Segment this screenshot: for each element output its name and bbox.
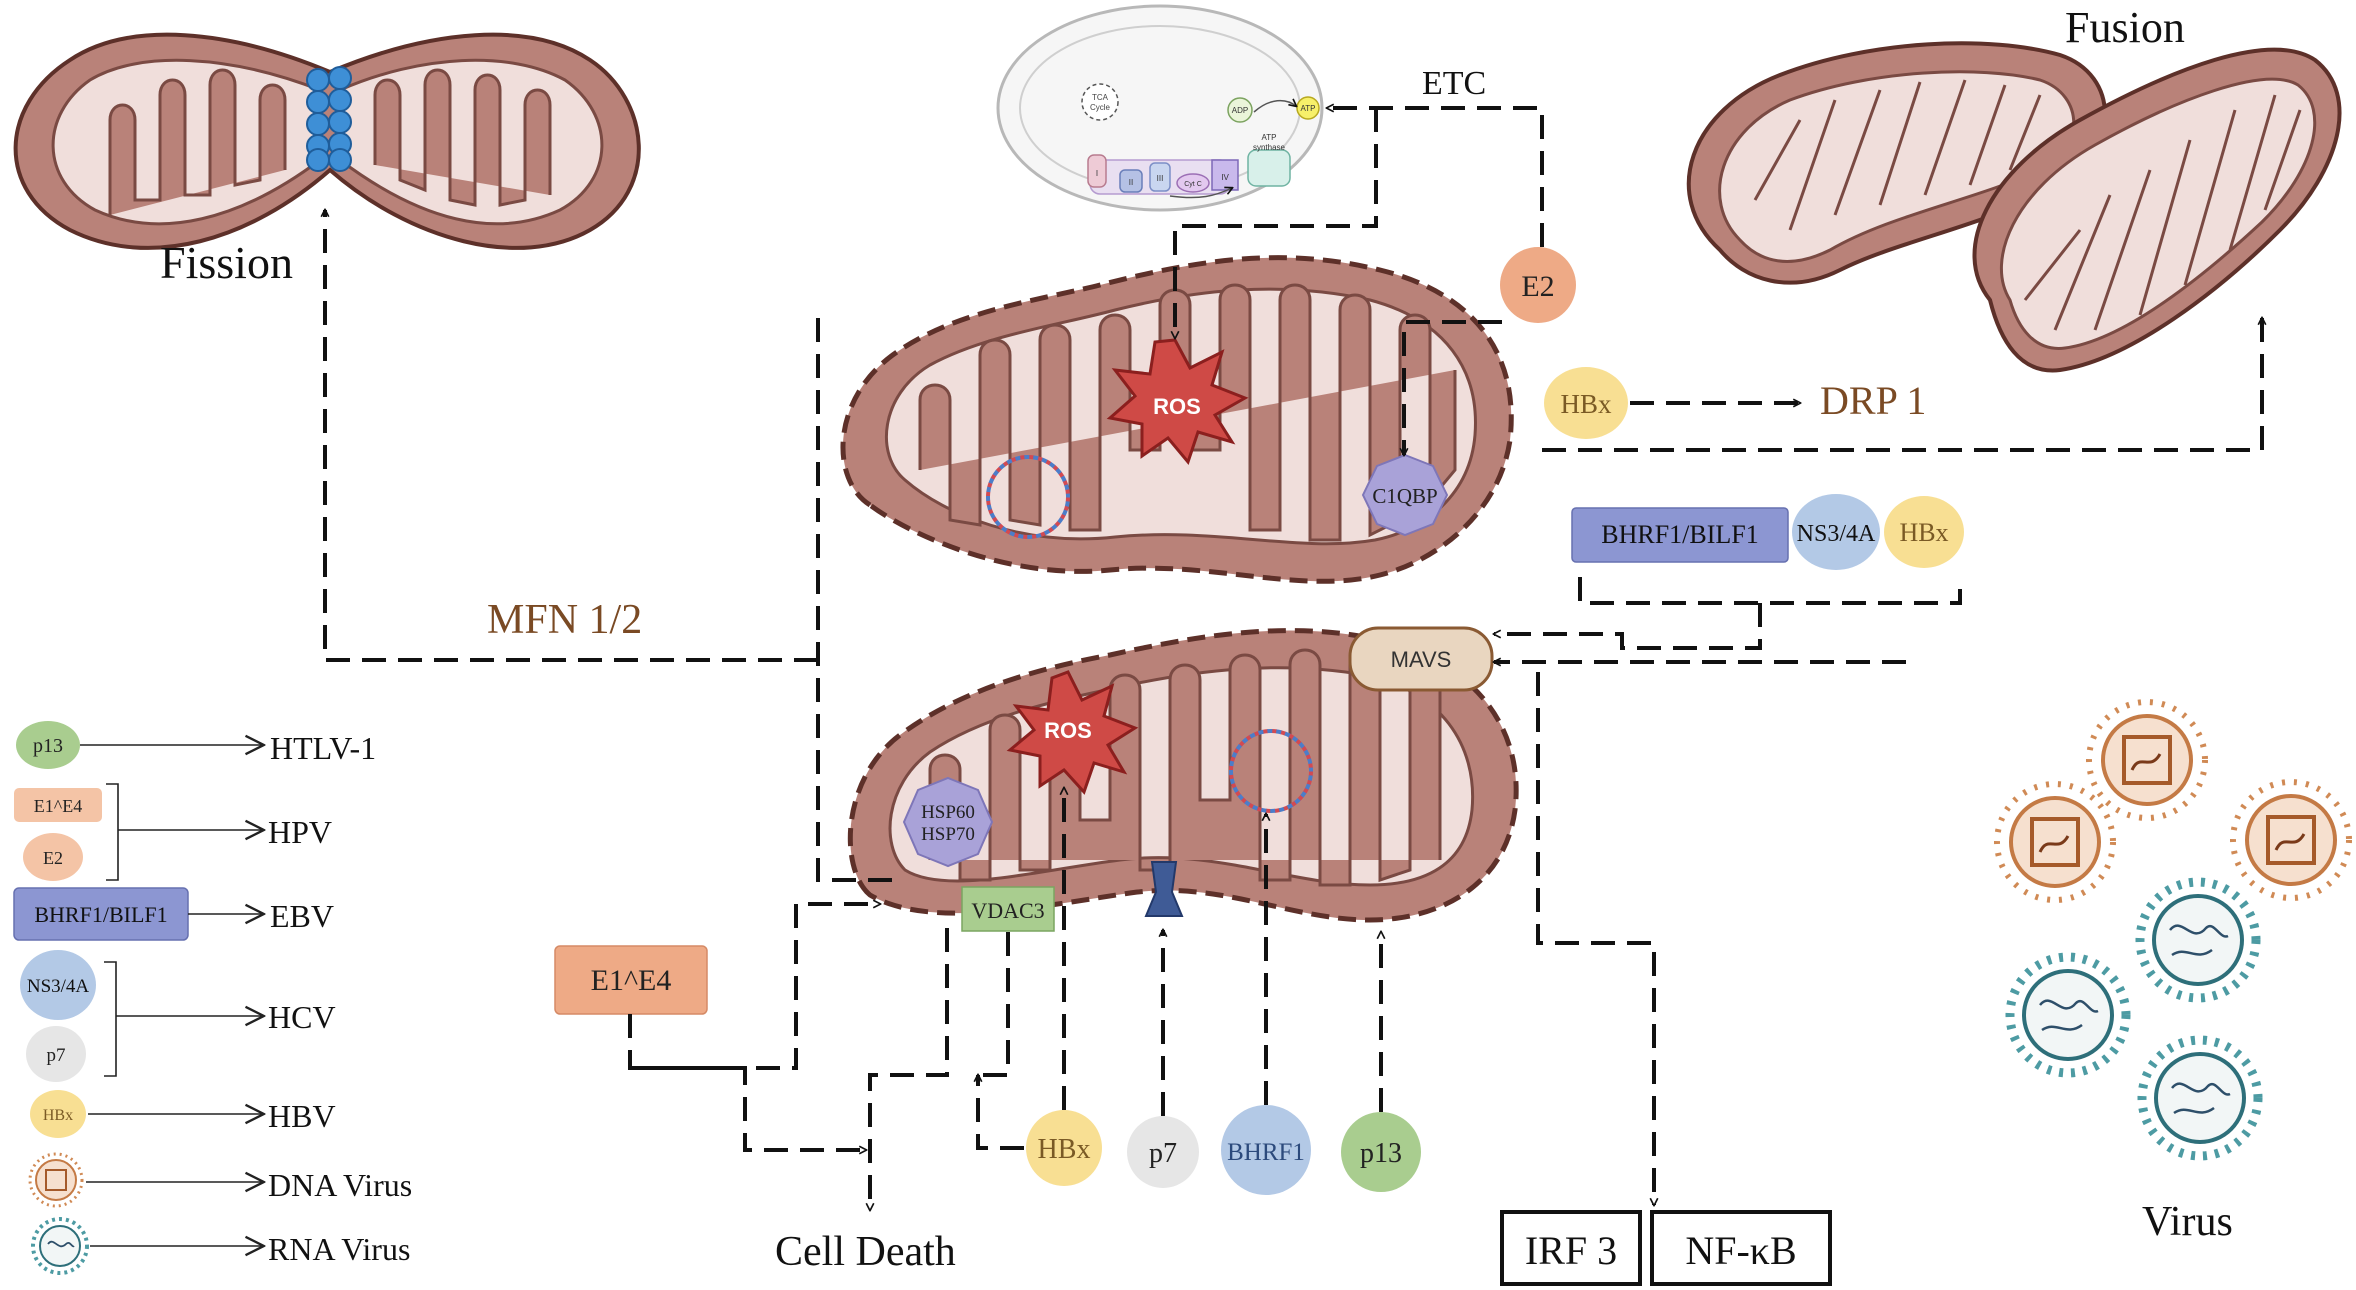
bhrf1-label-bottom: BHRF1	[1227, 1139, 1305, 1166]
complex-iii: III	[1157, 174, 1164, 183]
legend-hcv-label: HCV	[268, 999, 336, 1035]
ros-burst-upper	[1106, 338, 1249, 466]
rna-virus-icon	[31, 1217, 89, 1275]
tca-label-2: Cycle	[1090, 103, 1111, 112]
e2-node-top[interactable]: E2	[1500, 247, 1576, 323]
rna-virus-particle	[2135, 877, 2261, 1003]
etc-inset: TCA Cycle ADP ATP I II III Cyt C IV ATP …	[996, 4, 1324, 212]
legend: p13 HTLV-1 E1^E4 E2 HPV BHRF1/BILF1 EBV …	[13, 721, 412, 1275]
ns3-4a-label: NS3/4A	[1797, 521, 1876, 547]
dna-virus-particle	[1994, 781, 2116, 903]
ros-label-lower: ROS	[1044, 718, 1092, 743]
hbx-node-right[interactable]: HBx	[1884, 496, 1964, 568]
legend-e1e4-chip: E1^E4	[34, 796, 82, 816]
legend-htlv1: p13 HTLV-1	[16, 721, 376, 769]
legend-hbv-label: HBV	[268, 1098, 336, 1134]
legend-rna-virus: RNA Virus	[31, 1217, 410, 1275]
legend-hbx-chip: HBx	[43, 1107, 73, 1124]
fission-label: Fission	[160, 237, 293, 288]
p7-node-bottom[interactable]: p7	[1127, 1116, 1199, 1188]
bhrf1-bilf1-label: BHRF1/BILF1	[1601, 520, 1759, 549]
fission-mitochondria	[13, 32, 641, 250]
mtdna-circle-lower	[1229, 729, 1313, 813]
legend-bhrf1-chip: BHRF1/BILF1	[34, 902, 167, 927]
rna-virus-particle	[2005, 952, 2131, 1078]
legend-dna-label: DNA Virus	[268, 1167, 412, 1203]
mfn-label: MFN 1/2	[487, 597, 642, 643]
hbx-label-drp: HBx	[1560, 389, 1612, 419]
legend-dna-virus: DNA Virus	[28, 1152, 412, 1208]
p7-label-bottom: p7	[1149, 1138, 1177, 1169]
complex-ii: II	[1129, 178, 1133, 187]
p13-label-bottom: p13	[1360, 1138, 1402, 1169]
atp-synthase-2: synthase	[1253, 143, 1286, 152]
legend-htlv1-label: HTLV-1	[270, 730, 376, 766]
e1e4-label: E1^E4	[591, 964, 672, 997]
virus-cluster	[1994, 699, 2352, 1161]
legend-p7-chip: p7	[47, 1045, 66, 1066]
e1e4-node[interactable]: E1^E4	[554, 945, 708, 1015]
legend-hpv-label: HPV	[268, 814, 332, 850]
mavs-node[interactable]: MAVS	[1348, 626, 1494, 692]
legend-ebv: BHRF1/BILF1 EBV	[13, 887, 334, 941]
etc-label: ETC	[1422, 65, 1486, 102]
dna-virus-particle	[2230, 779, 2352, 901]
bhrf1-node-bottom[interactable]: BHRF1	[1221, 1105, 1311, 1195]
fission-dynamin-ring	[306, 66, 352, 172]
tca-label-1: TCA	[1092, 93, 1109, 102]
legend-hpv: E1^E4 E2 HPV	[14, 783, 332, 881]
bhrf1-bilf1-node[interactable]: BHRF1/BILF1	[1571, 507, 1789, 563]
drp1-label: DRP 1	[1820, 378, 1926, 423]
dna-virus-icon	[28, 1152, 84, 1208]
ns3-4a-node[interactable]: NS3/4A	[1792, 494, 1880, 570]
legend-e2-chip: E2	[43, 848, 63, 868]
legend-p13-chip: p13	[33, 735, 63, 757]
ros-burst-lower	[1006, 670, 1139, 795]
virus-label: Virus	[2142, 1199, 2233, 1245]
irf3-box: IRF 3	[1500, 1210, 1642, 1286]
complex-iv: IV	[1221, 173, 1229, 182]
irf3-label: IRF 3	[1525, 1228, 1617, 1273]
legend-hcv: NS3/4A p7 HCV	[20, 950, 336, 1082]
cell-death-label: Cell Death	[775, 1229, 956, 1275]
c1qbp-label: C1QBP	[1372, 484, 1437, 508]
fusion-mitochondria	[1686, 41, 2342, 373]
dashed-connectors	[325, 108, 2262, 1210]
mtdna-circle-upper	[986, 455, 1070, 539]
rna-virus-particle	[2137, 1035, 2263, 1161]
atp-synthase-1: ATP	[1262, 133, 1277, 142]
nfkb-label: NF-κB	[1685, 1228, 1796, 1273]
hbx-label-right: HBx	[1899, 518, 1948, 547]
tca-cycle-icon	[1081, 83, 1119, 121]
legend-ebv-label: EBV	[270, 898, 334, 934]
dna-virus-particle	[2086, 699, 2208, 821]
hbx-label-bottom: HBx	[1038, 1134, 1091, 1165]
mavs-label: MAVS	[1391, 647, 1452, 672]
p13-node-bottom[interactable]: p13	[1341, 1112, 1421, 1192]
channel-icon	[1144, 861, 1184, 917]
legend-ns3-chip: NS3/4A	[27, 976, 90, 997]
ros-label-upper: ROS	[1153, 394, 1201, 419]
legend-hbv: HBx HBV	[30, 1090, 336, 1138]
cyt-c: Cyt C	[1184, 181, 1202, 188]
c1qbp-node[interactable]: C1QBP	[1361, 453, 1449, 537]
vdac3-node[interactable]: VDAC3	[961, 886, 1055, 932]
legend-rna-label: RNA Virus	[268, 1231, 410, 1267]
right-virus-proteins: BHRF1/BILF1 NS3/4A HBx	[1571, 494, 1964, 570]
hbx-node-drp[interactable]: HBx	[1544, 367, 1628, 439]
vdac3-label: VDAC3	[971, 898, 1044, 923]
hsp70-label: HSP70	[921, 824, 975, 845]
hsp-node[interactable]: HSP60 HSP70	[902, 776, 994, 868]
e2-label-top: E2	[1521, 270, 1554, 303]
fusion-label: Fusion	[2065, 3, 2185, 52]
atp-label: ATP	[1301, 104, 1316, 113]
nfkb-box: NF-κB	[1650, 1210, 1832, 1286]
complex-i: I	[1096, 169, 1098, 178]
hsp60-label: HSP60	[921, 802, 975, 823]
hbx-node-bottom[interactable]: HBx	[1026, 1110, 1102, 1186]
adp-label: ADP	[1232, 106, 1248, 115]
